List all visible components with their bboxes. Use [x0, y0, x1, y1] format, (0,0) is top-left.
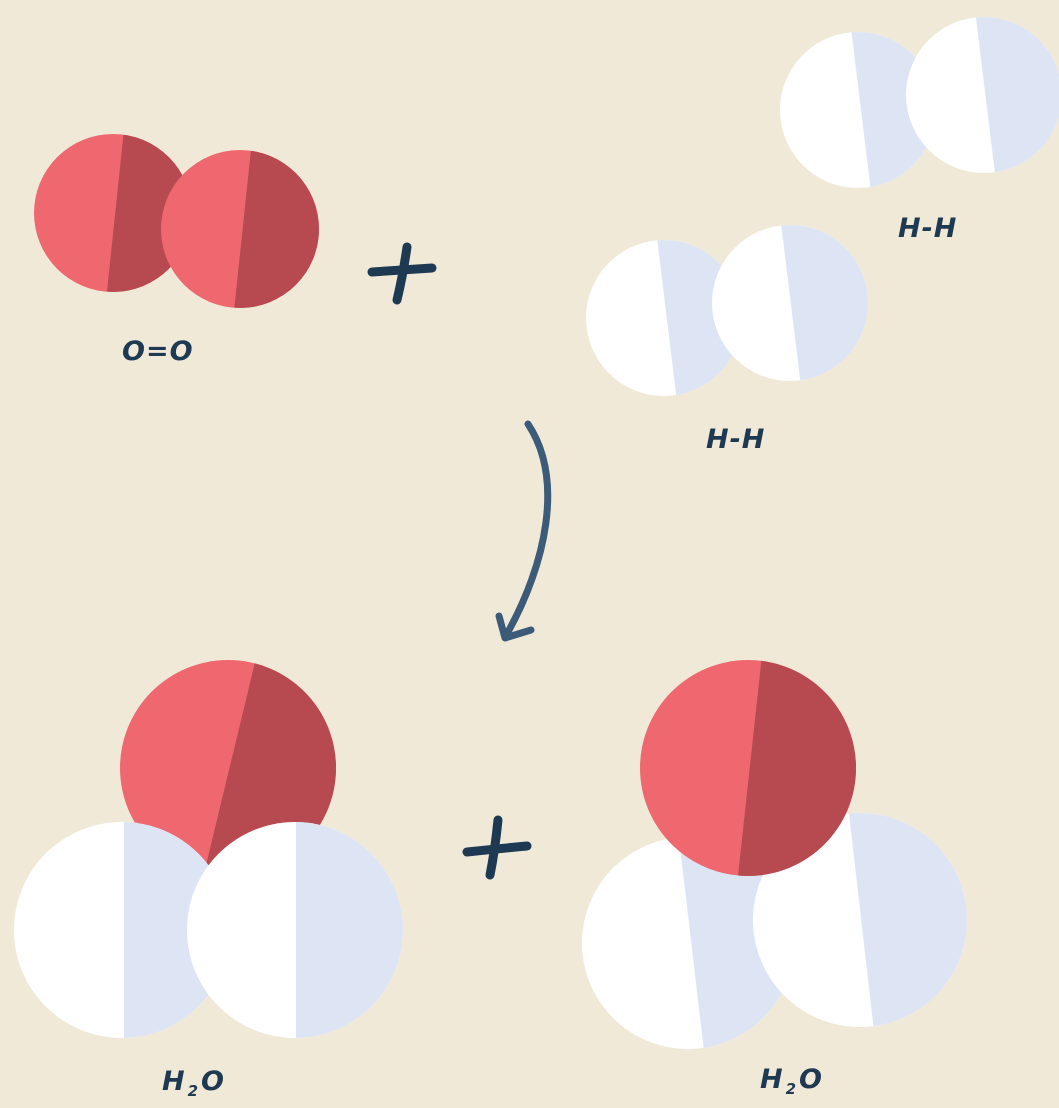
water-label-subscript: 2: [785, 1080, 798, 1098]
plus-sign-products: [462, 815, 532, 880]
oxygen-molecule: [34, 134, 319, 308]
hydrogen-atom: [906, 17, 1059, 173]
oxygen-atom: [161, 150, 319, 308]
water-label-symbol: H: [162, 1066, 186, 1097]
hydrogen-label-1: H-H: [898, 213, 958, 244]
oxygen-label: O=O: [122, 336, 194, 367]
water-molecule-1: [14, 660, 403, 1038]
hydrogen-label-2: H-H: [706, 424, 766, 455]
curved-arrow-down-icon: [495, 420, 552, 642]
hydrogen-atom: [187, 822, 403, 1038]
hydrogen-molecule-1: [780, 17, 1059, 188]
water-label-symbol: H: [760, 1064, 784, 1095]
water-label-tail: O: [799, 1064, 823, 1095]
water-molecule-2: [582, 660, 967, 1049]
hydrogen-molecule-2: [586, 225, 868, 396]
hydrogen-atom: [712, 225, 868, 381]
plus-sign-reactants: [367, 242, 437, 305]
oxygen-atom: [640, 660, 856, 876]
water-label-tail: O: [201, 1066, 225, 1097]
water-label-subscript: 2: [187, 1082, 200, 1100]
